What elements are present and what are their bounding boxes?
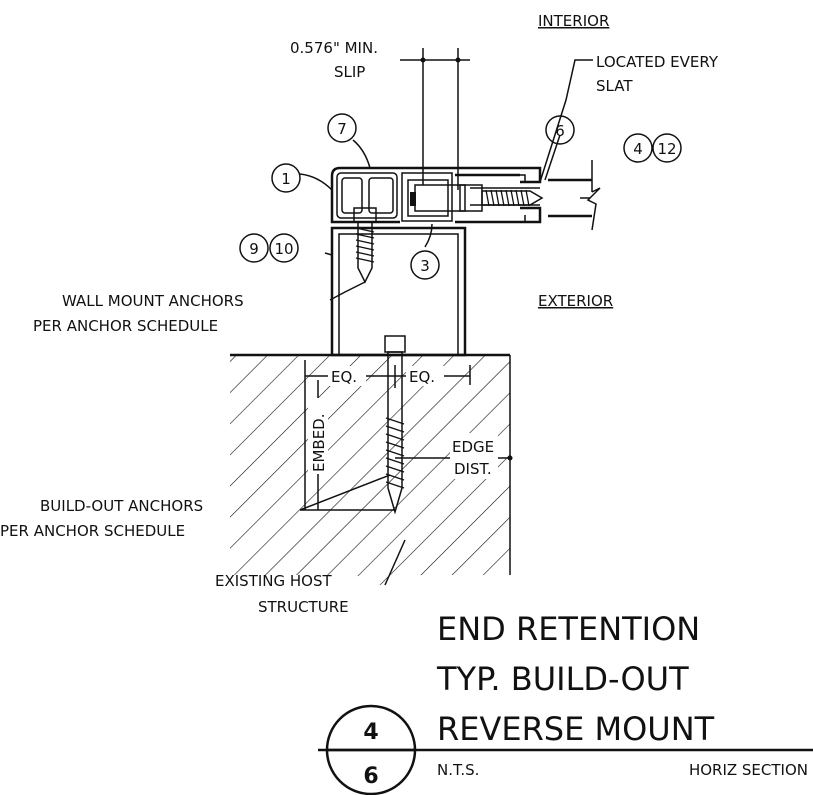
leaders [299, 59, 593, 586]
slip-dimension [400, 48, 470, 190]
wall-anchor-label-line1: WALL MOUNT ANCHORS [62, 292, 244, 310]
svg-text:EMBED.: EMBED. [310, 413, 328, 472]
embed-label: EMBED. [308, 398, 328, 474]
callout-9: 9 [239, 233, 269, 263]
located-label-line1: LOCATED EVERY [596, 53, 719, 71]
slip-label-line1: 0.576" MIN. [290, 39, 378, 57]
host-label-line2: STRUCTURE [258, 598, 349, 616]
edge-dist-label: EDGE DIST. [450, 433, 498, 479]
scale-label: N.T.S. [437, 761, 479, 779]
title-line3: REVERSE MOUNT [437, 710, 715, 748]
svg-text:EQ.: EQ. [331, 368, 357, 386]
end-retention-profile [330, 166, 542, 224]
svg-text:1: 1 [281, 170, 291, 188]
buildout-anchor-label-line1: BUILD-OUT ANCHORS [40, 497, 203, 515]
slip-label-line2: SLIP [334, 63, 365, 81]
title-block: END RETENTION TYP. BUILD-OUT REVERSE MOU… [318, 610, 813, 795]
slat [548, 160, 601, 231]
eq-labels: EQ. EQ. [328, 366, 444, 386]
buildout-anchor-label-line2: PER ANCHOR SCHEDULE [0, 522, 185, 540]
svg-text:7: 7 [337, 120, 347, 138]
title-line1: END RETENTION [437, 610, 700, 648]
interior-label: INTERIOR [538, 12, 609, 30]
svg-text:10: 10 [274, 240, 293, 258]
svg-text:EDGE: EDGE [452, 438, 494, 456]
callout-10: 10 [269, 233, 299, 263]
view-label: HORIZ SECTION [689, 761, 808, 779]
svg-text:6: 6 [555, 122, 565, 140]
svg-text:12: 12 [657, 140, 676, 158]
detail-number: 4 [363, 720, 378, 745]
callout-4: 4 [623, 133, 653, 163]
svg-text:9: 9 [249, 240, 259, 258]
callout-7: 7 [327, 113, 357, 143]
slat-screw [459, 184, 544, 212]
callout-1: 1 [271, 163, 301, 193]
callout-3: 3 [410, 250, 440, 280]
title-line2: TYP. BUILD-OUT [436, 660, 689, 698]
svg-text:DIST.: DIST. [454, 460, 492, 478]
svg-text:EQ.: EQ. [409, 368, 435, 386]
host-label-line1: EXISTING HOST [215, 572, 333, 590]
callout-6: 6 [545, 115, 575, 145]
svg-text:4: 4 [633, 140, 643, 158]
located-label-line2: SLAT [596, 77, 633, 95]
build-out-anchor [384, 335, 406, 515]
wall-mount-anchor [353, 207, 377, 284]
wall-anchor-label-line2: PER ANCHOR SCHEDULE [33, 317, 218, 335]
callout-12: 12 [652, 133, 682, 163]
exterior-label: EXTERIOR [538, 292, 613, 310]
svg-text:3: 3 [420, 257, 430, 275]
sheet-number: 6 [363, 764, 378, 789]
